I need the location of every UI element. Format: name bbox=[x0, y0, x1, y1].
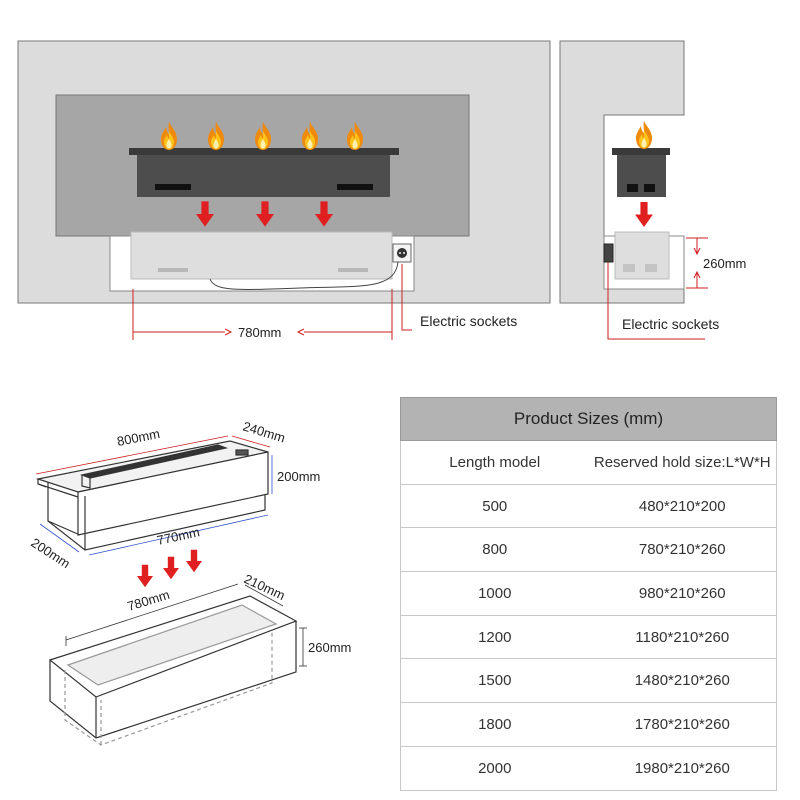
hold-size-cell: 480*210*200 bbox=[588, 484, 777, 529]
burner-width-label: 240mm bbox=[241, 419, 287, 446]
product-size-table: Product Sizes (mm) Length model Reserved… bbox=[400, 397, 777, 791]
hole-length-label: 780mm bbox=[125, 587, 171, 614]
flame-icon bbox=[636, 121, 652, 149]
length-model-cell: 1200 bbox=[400, 615, 589, 660]
burner-height-label: 200mm bbox=[277, 469, 320, 484]
column-header-hold: Reserved hold size:L*W*H bbox=[588, 440, 777, 485]
hold-size-cell: 1180*210*260 bbox=[588, 615, 777, 660]
length-model-cell: 1800 bbox=[400, 702, 589, 747]
length-model-cell: 2000 bbox=[400, 746, 589, 791]
burner-dimensions bbox=[35, 435, 271, 475]
table-title: Product Sizes (mm) bbox=[400, 397, 777, 441]
burner-isometric bbox=[35, 440, 269, 551]
down-arrow-icon bbox=[635, 202, 653, 227]
burner-side bbox=[612, 148, 670, 197]
length-model-cell: 500 bbox=[400, 484, 589, 529]
side-height-label: 260mm bbox=[703, 256, 746, 271]
socket-side-icon bbox=[603, 243, 614, 263]
front-view bbox=[17, 40, 551, 304]
hole-dimensions bbox=[65, 583, 307, 667]
burner-base-length-label: 770mm bbox=[156, 524, 202, 548]
hole-height-label: 260mm bbox=[308, 640, 351, 655]
front-dimension-label: 780mm bbox=[238, 325, 281, 340]
hold-size-cell: 1980*210*260 bbox=[588, 746, 777, 791]
side-dimension bbox=[607, 237, 708, 340]
socket-icon bbox=[392, 243, 412, 263]
length-model-cell: 800 bbox=[400, 527, 589, 573]
burner-front bbox=[129, 148, 399, 197]
down-arrow-icon bbox=[163, 556, 179, 580]
down-arrow-icon bbox=[186, 549, 202, 573]
length-model-cell: 1500 bbox=[400, 658, 589, 704]
hold-size-cell: 1780*210*260 bbox=[588, 702, 777, 747]
down-arrow-icon bbox=[137, 564, 153, 588]
burner-length-label: 800mm bbox=[116, 426, 161, 449]
power-cable bbox=[209, 261, 399, 290]
hole-isometric bbox=[48, 595, 298, 746]
side-view bbox=[559, 40, 685, 304]
hold-size-cell: 1480*210*260 bbox=[588, 658, 777, 704]
front-dimension bbox=[132, 264, 412, 340]
burner-blue-dimensions bbox=[39, 455, 273, 556]
hold-size-cell: 980*210*260 bbox=[588, 571, 777, 616]
burner-base-width-label: 200mm bbox=[28, 535, 73, 571]
socket-label-front: Electric sockets bbox=[420, 313, 517, 329]
length-model-cell: 1000 bbox=[400, 571, 589, 616]
column-header-length: Length model bbox=[400, 440, 589, 485]
hold-size-cell: 780*210*260 bbox=[588, 527, 777, 573]
table-header-row: Length model Reserved hold size:L*W*H bbox=[400, 440, 777, 485]
socket-label-side: Electric sockets bbox=[622, 316, 719, 332]
